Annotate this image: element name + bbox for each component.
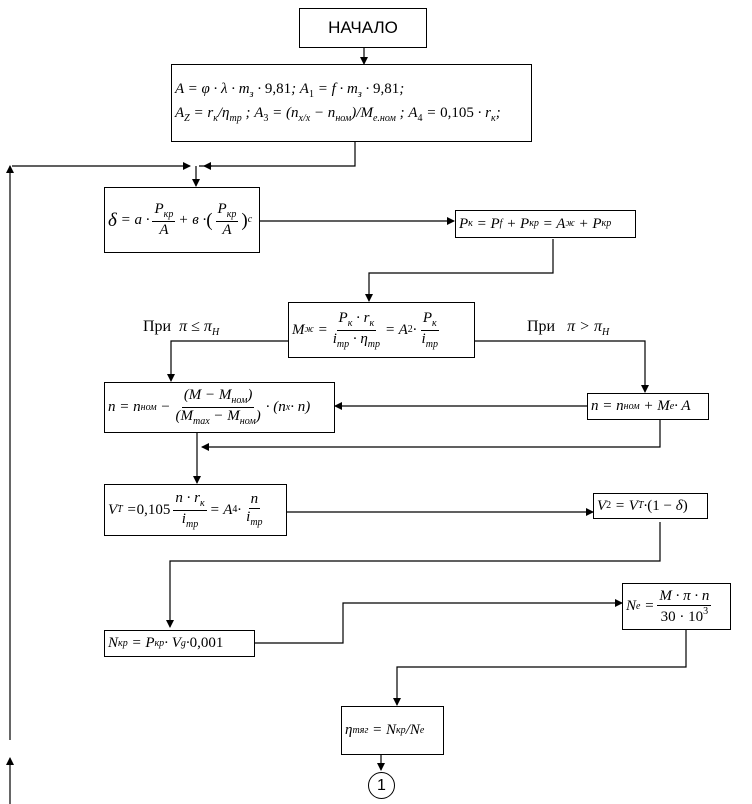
init-line-1: A = φ · λ · mз · 9,81; A1 = f · mз · 9,8… — [175, 81, 405, 100]
init-line-2: AZ = rк/ηтр ; A3 = (nx/x − nном)/Mе.ном … — [175, 105, 501, 124]
condition-right: При π > πН — [527, 318, 610, 338]
condition-left-text: При — [143, 318, 172, 335]
connector-1: 1 — [368, 772, 395, 799]
connector-1-label: 1 — [377, 776, 386, 794]
start-node: НАЧАЛО — [299, 8, 427, 48]
condition-right-text: При — [527, 318, 556, 335]
condition-left: При π ≤ πН — [143, 318, 220, 338]
start-label: НАЧАЛО — [328, 18, 398, 37]
init-block: A = φ · λ · mз · 9,81; A1 = f · mз · 9,8… — [171, 64, 532, 142]
